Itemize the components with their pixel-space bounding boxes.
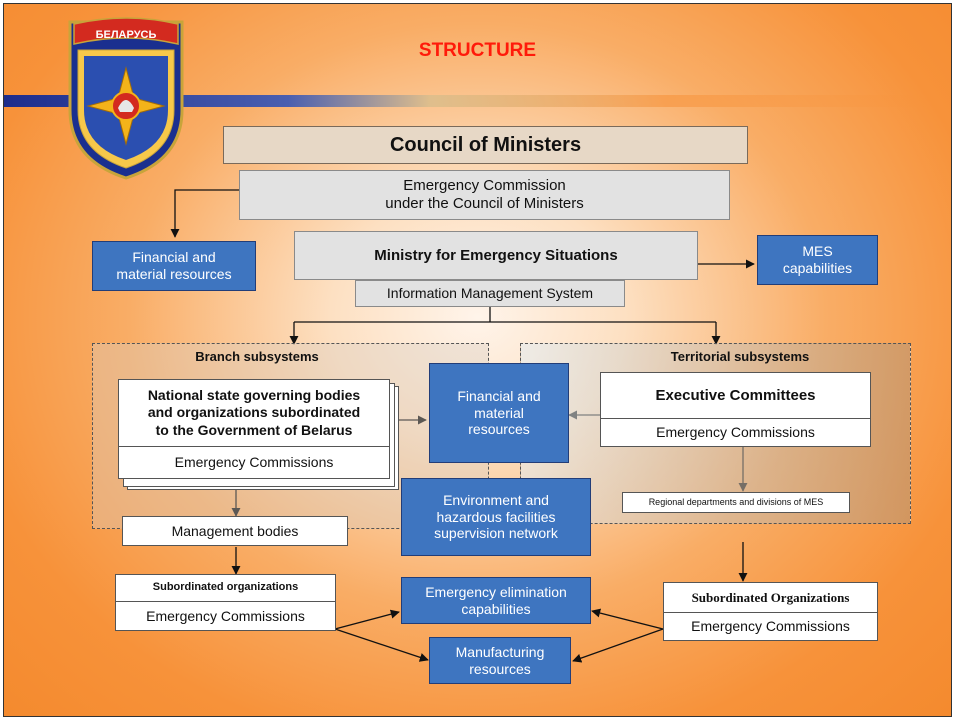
subordinated-organizations-right-commissions-label: Emergency Commissions — [691, 618, 850, 635]
financial-resources-left-line-2: material resources — [116, 266, 232, 282]
ministry-label: Ministry for Emergency Situations — [374, 246, 618, 264]
management-bodies-node: Management bodies — [122, 516, 348, 546]
national-bodies-commissions: Emergency Commissions — [119, 446, 389, 478]
council-of-ministers-node: Council of Ministers — [223, 126, 748, 164]
subordinated-organizations-right-label: Subordinated Organizations — [691, 589, 850, 605]
financial-resources-center-line-1: Financial and — [457, 387, 541, 404]
national-bodies-line-2: and organizations subordinated — [147, 404, 361, 421]
financial-resources-center-line-2: material — [474, 404, 524, 421]
executive-committees-commissions-label: Emergency Commissions — [656, 424, 815, 441]
emergency-commission-line-2: under the Council of Ministers — [385, 195, 584, 212]
financial-resources-center-node: Financial and material resources — [429, 363, 569, 463]
environment-supervision-line-3: supervision network — [434, 525, 558, 542]
manufacturing-resources-node: Manufacturing resources — [429, 637, 571, 684]
national-bodies-line-1: National state governing bodies — [147, 386, 361, 403]
management-bodies-label: Management bodies — [171, 522, 299, 539]
subordinated-organizations-left-label: Subordinated organizations — [152, 581, 299, 594]
executive-committees-label: Executive Committees — [655, 386, 816, 404]
subordinated-organizations-left-commissions: Emergency Commissions — [116, 601, 335, 630]
executive-committees-node: Executive Committees Emergency Commissio… — [600, 372, 871, 447]
financial-resources-center-line-3: resources — [468, 421, 530, 438]
emergency-elimination-node: Emergency elimination capabilities — [401, 577, 591, 624]
ministry-node: Ministry for Emergency Situations — [294, 231, 698, 280]
header-band — [4, 95, 951, 107]
mes-capabilities-line-2: capabilities — [782, 260, 853, 276]
emergency-commission-line-1: Emergency Commission — [403, 177, 566, 194]
mes-capabilities-node: MES capabilities — [757, 235, 878, 285]
slide: STRUCTURE БЕЛАРУСЬ — [3, 3, 952, 717]
mes-capabilities-line-1: MES — [802, 243, 833, 260]
council-of-ministers-label: Council of Ministers — [389, 134, 582, 156]
page-title: STRUCTURE — [418, 40, 537, 61]
subordinated-organizations-left-title: Subordinated organizations — [116, 575, 335, 601]
environment-supervision-node: Environment and hazardous facilities sup… — [401, 478, 591, 556]
national-bodies-commissions-label: Emergency Commissions — [174, 454, 334, 471]
environment-supervision-line-1: Environment and — [443, 491, 549, 508]
financial-resources-left-line-1: Financial and — [132, 249, 216, 266]
regional-departments-node: Regional departments and divisions of ME… — [622, 492, 850, 513]
subordinated-organizations-right-title: Subordinated Organizations — [664, 583, 877, 612]
emblem-logo: БЕЛАРУСЬ — [62, 10, 190, 180]
national-bodies-node: National state governing bodies and orga… — [118, 379, 390, 479]
manufacturing-resources-line-1: Manufacturing — [455, 643, 545, 660]
emblem-top-text: БЕЛАРУСЬ — [96, 29, 157, 41]
information-management-system-label: Information Management System — [386, 285, 594, 302]
emergency-elimination-line-1: Emergency elimination — [425, 583, 567, 600]
executive-committees-title: Executive Committees — [601, 373, 870, 418]
national-bodies-line-3: to the Government of Belarus — [155, 421, 353, 438]
subordinated-organizations-left-node: Subordinated organizations Emergency Com… — [115, 574, 336, 631]
subordinated-organizations-right-node: Subordinated Organizations Emergency Com… — [663, 582, 878, 641]
emergency-commission-node: Emergency Commission under the Council o… — [239, 170, 730, 220]
financial-resources-left-node: Financial and material resources — [92, 241, 256, 291]
information-management-system-node: Information Management System — [355, 280, 625, 307]
emergency-elimination-line-2: capabilities — [461, 600, 531, 617]
regional-departments-label: Regional departments and divisions of ME… — [648, 497, 824, 508]
subordinated-organizations-left-commissions-label: Emergency Commissions — [146, 607, 305, 624]
national-bodies-title: National state governing bodies and orga… — [119, 380, 389, 446]
manufacturing-resources-line-2: resources — [469, 660, 531, 677]
branch-subsystems-label: Branch subsystems — [195, 349, 319, 364]
environment-supervision-line-2: hazardous facilities — [436, 508, 556, 525]
subordinated-organizations-right-commissions: Emergency Commissions — [664, 612, 877, 640]
executive-committees-commissions: Emergency Commissions — [601, 418, 870, 446]
territorial-subsystems-label: Territorial subsystems — [670, 349, 810, 364]
